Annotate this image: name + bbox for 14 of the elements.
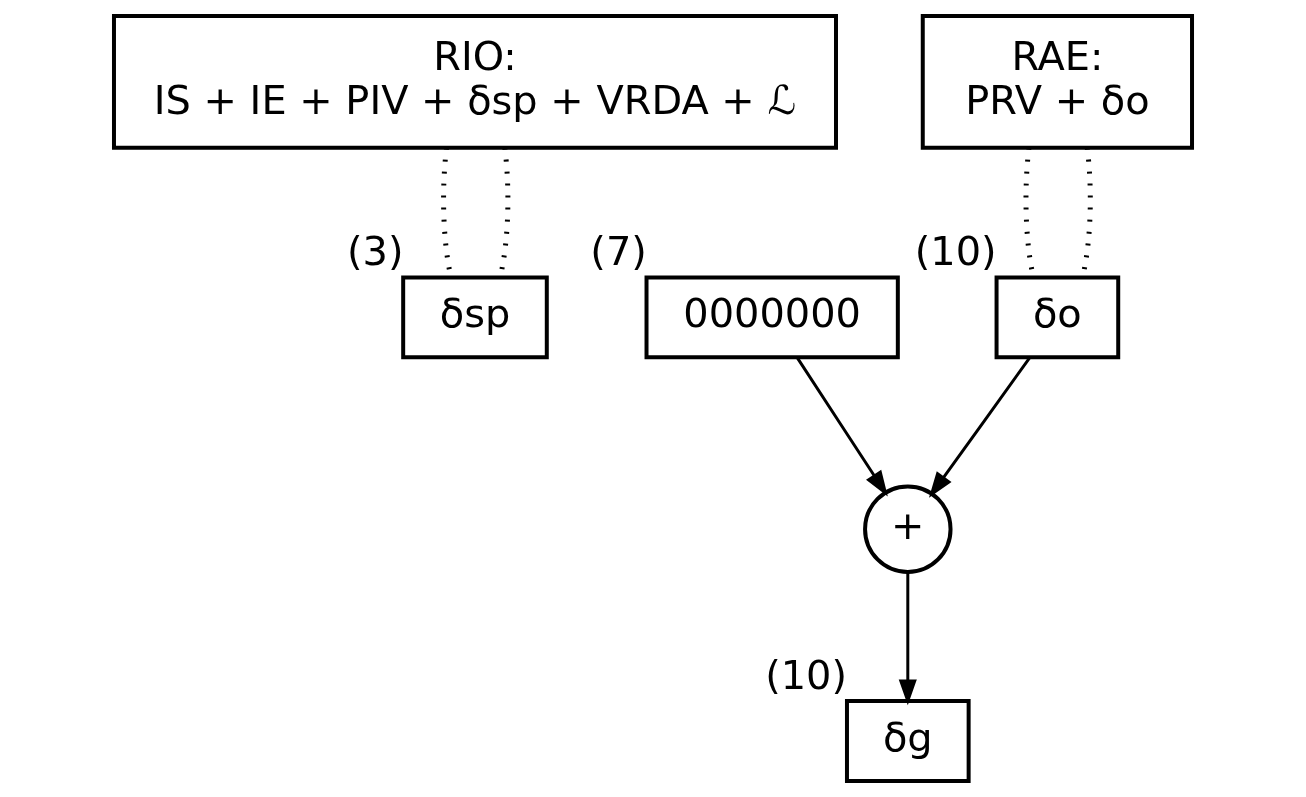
node-box: δsp — [401, 275, 549, 360]
node-box: 0000000 — [644, 275, 900, 360]
node-box: RAE: PRV + δo — [920, 14, 1194, 150]
arrow — [898, 572, 917, 706]
node-box: RIO: IS + IE + PIV + δsp + VRDA + ℒ — [112, 14, 838, 150]
node-box: δo — [994, 275, 1121, 360]
node-label: (10) — [765, 652, 848, 699]
node-label: (7) — [590, 228, 647, 275]
node-label: (10) — [914, 228, 997, 275]
node-circle: + — [863, 484, 953, 574]
arrow — [928, 356, 1032, 498]
arrow — [795, 356, 888, 497]
node-label: (3) — [347, 228, 404, 275]
node-box: δg — [844, 699, 971, 783]
